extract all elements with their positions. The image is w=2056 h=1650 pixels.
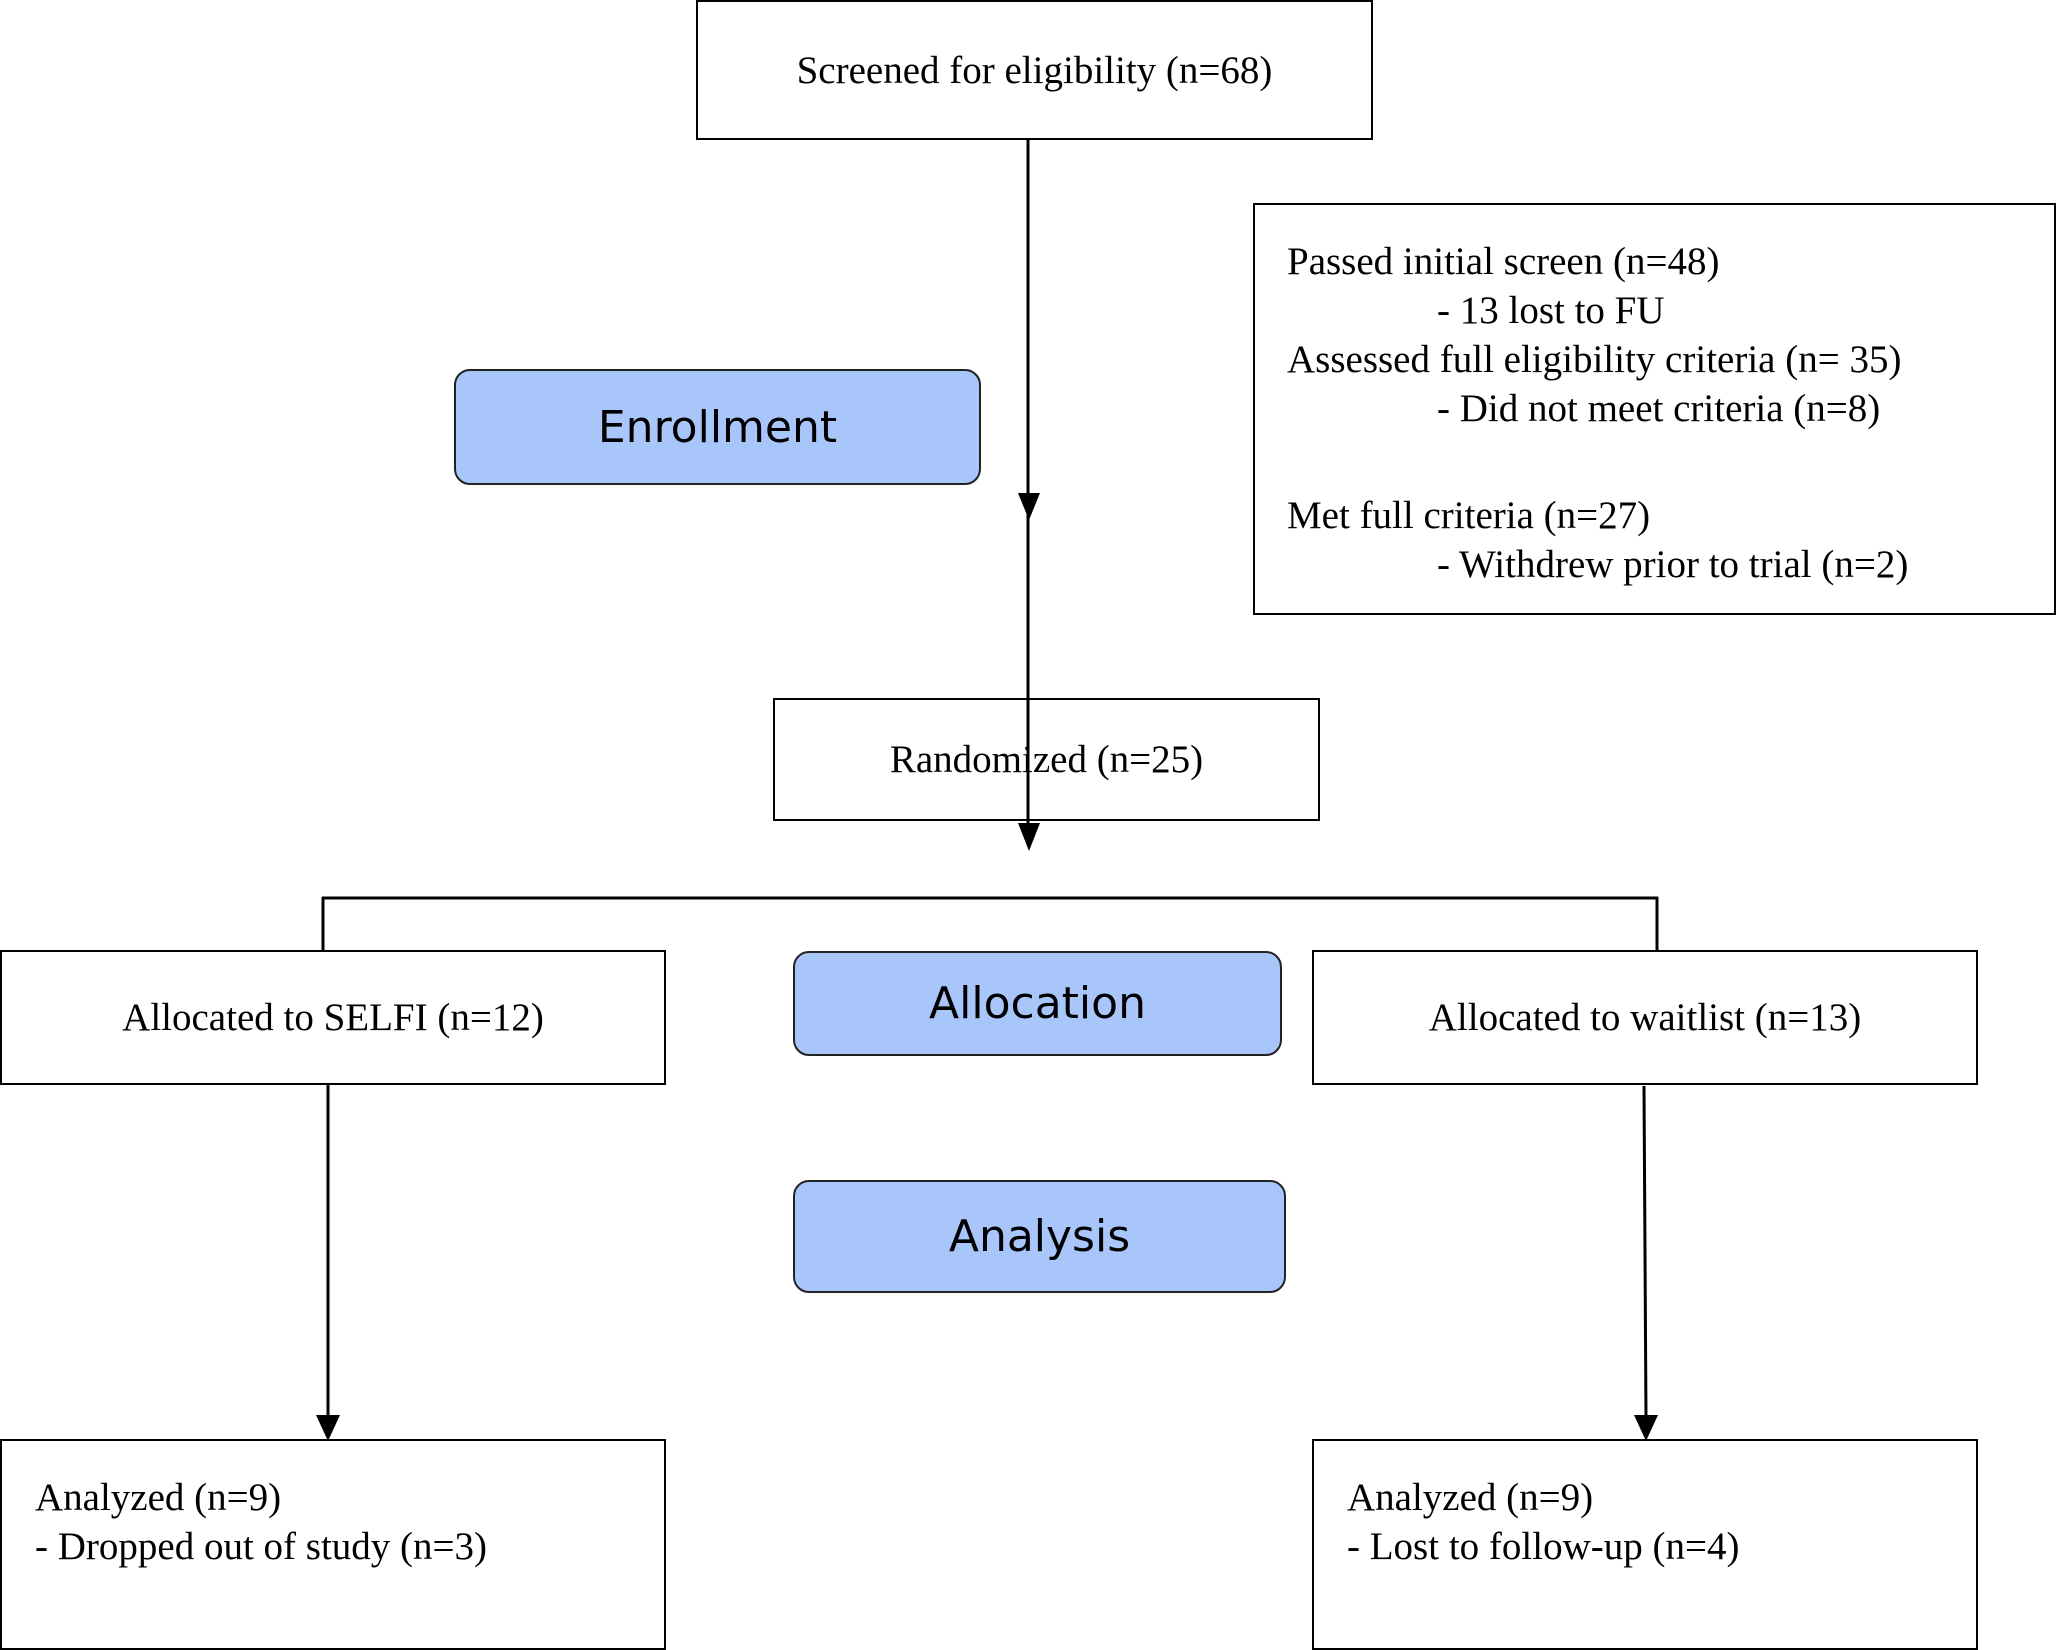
enrollment-arrowhead	[1018, 493, 1040, 520]
enrollment-text: Enrollment	[597, 401, 838, 453]
analyzed-selfi-title: Analyzed (n=9)	[35, 1476, 282, 1519]
analysis-stage-label: Analysis	[793, 1180, 1286, 1293]
assessed-criteria-text: Assessed full eligibility criteria (n= 3…	[1287, 338, 1902, 381]
allocated-waitlist-box: Allocated to waitlist (n=13)	[1312, 950, 1978, 1085]
lost-fu-text: - 13 lost to FU	[1437, 289, 1665, 332]
randomized-box: Randomized (n=25)	[773, 698, 1320, 821]
enrollment-stage-label: Enrollment	[454, 369, 981, 485]
allocated-waitlist-label: Allocated to waitlist (n=13)	[1428, 996, 1862, 1039]
right-branch-line	[1642, 1085, 1648, 1421]
analyzed-waitlist-detail: - Lost to follow-up (n=4)	[1347, 1525, 1740, 1568]
withdrew-text: - Withdrew prior to trial (n=2)	[1437, 543, 1909, 586]
screened-label: Screened for eligibility (n=68)	[796, 48, 1273, 92]
left-analysis-arrowhead	[316, 1415, 340, 1441]
allocation-stage-label: Allocation	[793, 951, 1282, 1056]
analyzed-waitlist-box: Analyzed (n=9) - Lost to follow-up (n=4)	[1312, 1439, 1978, 1650]
spacer	[1287, 433, 2054, 491]
analyzed-selfi-detail: - Dropped out of study (n=3)	[35, 1525, 488, 1568]
allocated-selfi-box: Allocated to SELFI (n=12)	[0, 950, 666, 1085]
randomized-arrowhead	[1018, 823, 1040, 851]
randomized-label: Randomized (n=25)	[889, 738, 1204, 781]
met-criteria-text: Met full criteria (n=27)	[1287, 494, 1651, 537]
allocated-selfi-label: Allocated to SELFI (n=12)	[122, 996, 544, 1039]
passed-screen-text: Passed initial screen (n=48)	[1287, 240, 1720, 283]
right-analysis-arrowhead	[1634, 1415, 1658, 1441]
allocation-text: Allocation	[929, 978, 1146, 1029]
analysis-text: Analysis	[948, 1211, 1131, 1262]
did-not-meet-text: - Did not meet criteria (n=8)	[1437, 387, 1881, 430]
analyzed-selfi-box: Analyzed (n=9) - Dropped out of study (n…	[0, 1439, 666, 1650]
screened-box: Screened for eligibility (n=68)	[696, 0, 1373, 140]
analyzed-waitlist-title: Analyzed (n=9)	[1347, 1476, 1594, 1519]
exclusion-details-box: Passed initial screen (n=48) - 13 lost t…	[1253, 203, 2056, 615]
